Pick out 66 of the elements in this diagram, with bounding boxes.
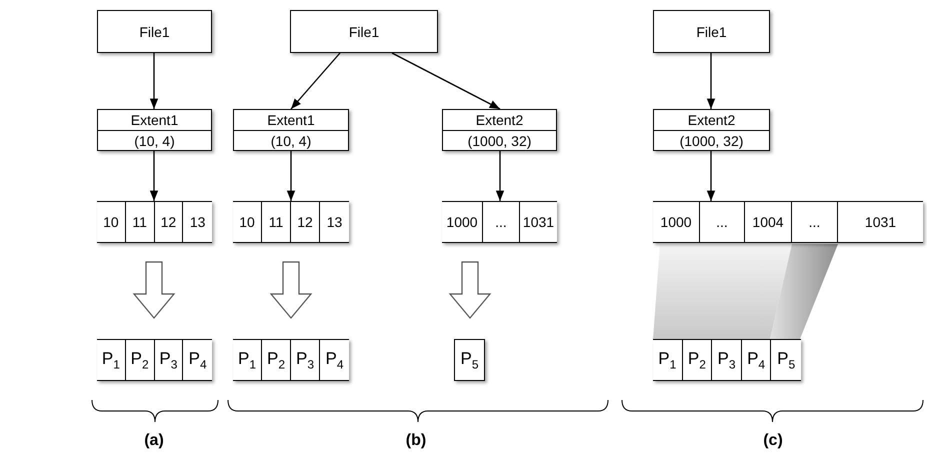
- block-cell: 1004: [745, 202, 792, 242]
- arrow: [286, 151, 296, 201]
- panel-label: (c): [763, 432, 783, 450]
- extent-range: (1000, 32): [680, 133, 744, 149]
- block-cell: 1000: [442, 202, 483, 242]
- block-cell: P$_{2}$: [682, 340, 712, 380]
- block-row: [233, 201, 349, 243]
- file-box: File1: [653, 10, 770, 53]
- hollow-arrow: [448, 261, 492, 319]
- hollow-arrow: [132, 261, 176, 319]
- block-cell: P$_{4}$: [183, 340, 212, 380]
- arrow: [290, 52, 340, 110]
- panel-label: (b): [406, 432, 426, 450]
- block-row: [97, 339, 212, 381]
- arrow: [150, 151, 158, 201]
- extent-range: (10, 4): [134, 133, 175, 149]
- block-cell: 1031: [838, 202, 923, 242]
- extent-box: [97, 109, 212, 151]
- block-cell: 11: [126, 202, 154, 242]
- extent-name: Extent2: [688, 112, 736, 128]
- block-cell: P$_{2}$: [262, 340, 291, 380]
- block-cell: P$_{1}$: [97, 340, 126, 380]
- arrow: [706, 151, 716, 201]
- block-cell: 12: [291, 202, 320, 242]
- block-cell: 11: [262, 202, 291, 242]
- panel-label: (a): [144, 432, 164, 450]
- block-row: [653, 339, 801, 381]
- block-cell: 10: [233, 202, 262, 242]
- block-cell: ...: [700, 202, 745, 242]
- extent-range: (1000, 32): [468, 133, 532, 149]
- extent-box: [653, 109, 770, 151]
- block-cell: ...: [483, 202, 520, 242]
- arrow: [496, 151, 504, 201]
- block-cell: 13: [320, 202, 349, 242]
- arrow: [706, 53, 716, 109]
- block-row: [653, 201, 923, 243]
- block-cell: P$_{4}$: [742, 340, 772, 380]
- block-cell: 1000: [653, 202, 700, 242]
- extent-name: Extent1: [267, 112, 315, 128]
- extent-name: Extent2: [476, 112, 524, 128]
- block-cell: 13: [183, 202, 212, 242]
- arrow: [392, 52, 500, 110]
- block-cell: ...: [792, 202, 838, 242]
- block-cell: 10: [97, 202, 126, 242]
- block-cell: P$_{2}$: [126, 340, 154, 380]
- block-row: [233, 339, 349, 381]
- block-cell: P$_{3}$: [712, 340, 742, 380]
- block-row: [97, 201, 212, 243]
- arrow: [150, 53, 158, 109]
- file-box: P$_{5}$: [454, 339, 485, 381]
- extent-box: [233, 109, 349, 151]
- block-cell: P$_{3}$: [291, 340, 320, 380]
- block-cell: 1031: [520, 202, 557, 242]
- hollow-arrow: [270, 261, 312, 319]
- block-cell: P$_{1}$: [233, 340, 262, 380]
- block-row: [442, 201, 557, 243]
- extent-name: Extent1: [130, 112, 178, 128]
- file-box: File1: [290, 10, 438, 53]
- extent-box: [442, 109, 557, 151]
- extent-range: (10, 4): [270, 133, 312, 149]
- block-cell: P$_{1}$: [653, 340, 683, 380]
- block-cell: 12: [154, 202, 184, 242]
- block-cell: P$_{3}$: [154, 340, 184, 380]
- file-box: File1: [97, 10, 212, 53]
- block-cell: P$_{5}$: [771, 340, 801, 380]
- block-cell: P$_{4}$: [320, 340, 349, 380]
